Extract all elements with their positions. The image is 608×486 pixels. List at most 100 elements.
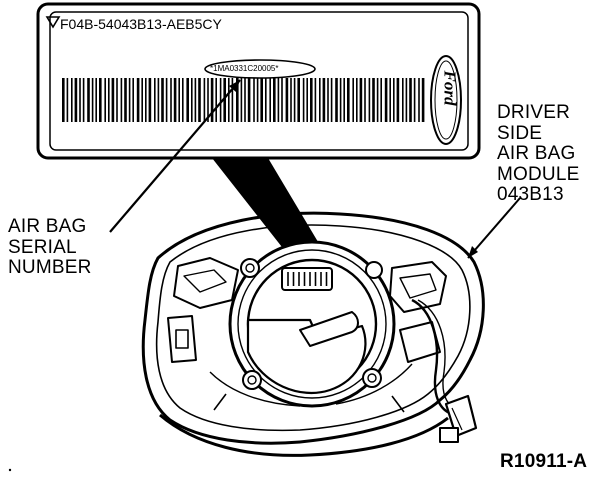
barcode-bar <box>79 78 81 122</box>
barcode-bar <box>343 78 345 122</box>
barcode-bar <box>120 78 123 122</box>
barcode-bar <box>136 78 140 122</box>
barcode-bar <box>405 78 408 122</box>
barcode <box>62 78 425 122</box>
barcode-bar <box>141 78 143 122</box>
barcode-bar <box>182 78 184 122</box>
barcode-bar <box>413 78 416 122</box>
barcode-bar <box>265 78 267 122</box>
barcode-bar <box>396 78 400 122</box>
barcode-bar <box>269 78 271 122</box>
serial-label-line: SERIAL <box>8 236 77 258</box>
ford-logo-text: Ford <box>440 70 460 106</box>
barcode-bar <box>273 78 276 122</box>
module-label-line: 043B13 <box>497 184 564 206</box>
barcode-bar <box>335 78 338 122</box>
barcode-bar <box>306 78 308 122</box>
barcode-bar <box>99 78 102 122</box>
barcode-bar <box>203 78 206 122</box>
barcode-bar <box>310 78 313 122</box>
barcode-bar <box>339 78 342 122</box>
barcode-bar <box>376 78 379 122</box>
serial-label-line: AIR BAG <box>8 216 87 237</box>
driver-side-airbag-module-label: DRIVER SIDE AIR BAG MODULE 043B13 <box>497 102 580 206</box>
barcode-bar <box>327 78 329 122</box>
barcode-bar <box>210 78 214 122</box>
barcode-bar <box>87 78 90 122</box>
barcode-bar <box>421 78 425 122</box>
part-number-text: F04B-54043B13-AEB5CY <box>60 16 222 32</box>
barcode-bar <box>215 78 217 122</box>
barcode-bar <box>409 78 412 122</box>
barcode-bar <box>178 78 180 122</box>
barcode-bar <box>116 78 118 122</box>
serial-number-oval <box>204 59 316 79</box>
barcode-bar <box>372 78 375 122</box>
barcode-bar <box>95 78 97 122</box>
barcode-bar <box>108 78 110 122</box>
barcode-bar <box>293 78 296 122</box>
barcode-bar <box>253 78 255 122</box>
barcode-bar <box>384 78 388 122</box>
barcode-bar <box>285 78 289 122</box>
barcode-bar <box>389 78 391 122</box>
barcode-bar <box>128 78 131 122</box>
barcode-bar <box>236 78 239 122</box>
barcode-bar <box>124 78 127 122</box>
barcode-bar <box>161 78 164 122</box>
barcode-bar <box>219 78 222 122</box>
barcode-bar <box>240 78 243 122</box>
barcode-bar <box>71 78 73 122</box>
barcode-bar <box>418 78 420 122</box>
barcode-bar <box>256 78 259 122</box>
barcode-bar <box>223 78 226 122</box>
barcode-bar <box>281 78 283 122</box>
ford-logo-oval <box>430 55 462 145</box>
barcode-bar <box>62 78 65 122</box>
barcode-bar <box>66 78 69 122</box>
barcode-bar <box>111 78 115 122</box>
barcode-bar <box>170 78 172 122</box>
serial-number-text: *1MA0331C20005* <box>210 64 279 73</box>
barcode-bar <box>247 78 251 122</box>
barcode-bar <box>364 78 366 122</box>
barcode-bar <box>402 78 404 122</box>
module-leader-line <box>467 197 521 259</box>
barcode-bar <box>104 78 106 122</box>
triangle-marker-icon <box>45 16 61 29</box>
barcode-bar <box>228 78 230 122</box>
barcode-bar <box>231 78 234 122</box>
barcode-bar <box>290 78 292 122</box>
barcode-bar <box>82 78 85 122</box>
serial-leader-line <box>109 79 241 233</box>
figure-id: R10911-A <box>500 451 588 472</box>
barcode-bar <box>244 78 246 122</box>
barcode-bar <box>145 78 147 122</box>
barcode-bar <box>359 78 363 122</box>
module-label-line: MODULE <box>497 163 580 185</box>
barcode-bar <box>319 78 321 122</box>
barcode-bar <box>356 78 358 122</box>
barcode-bar <box>173 78 177 122</box>
barcode-bar <box>352 78 354 122</box>
barcode-bar <box>186 78 189 122</box>
barcode-bar <box>191 78 193 122</box>
module-label-line: SIDE <box>497 122 543 144</box>
airbag-serial-number-label: AIR BAG SERIAL NUMBER <box>8 216 92 279</box>
barcode-bar <box>368 78 371 122</box>
barcode-bar <box>297 78 300 122</box>
barcode-bar <box>393 78 395 122</box>
barcode-bar <box>198 78 201 122</box>
barcode-bar <box>380 78 382 122</box>
barcode-bar <box>302 78 305 122</box>
barcode-bar <box>157 78 160 122</box>
airbag-module <box>141 211 485 457</box>
module-label-line: DRIVER <box>497 102 570 123</box>
barcode-bar <box>277 78 280 122</box>
barcode-bar <box>132 78 134 122</box>
barcode-bar <box>322 78 326 122</box>
module-label-line: AIR BAG <box>497 143 576 165</box>
barcode-bar <box>148 78 152 122</box>
barcode-bar <box>91 78 94 122</box>
barcode-bar <box>260 78 263 122</box>
